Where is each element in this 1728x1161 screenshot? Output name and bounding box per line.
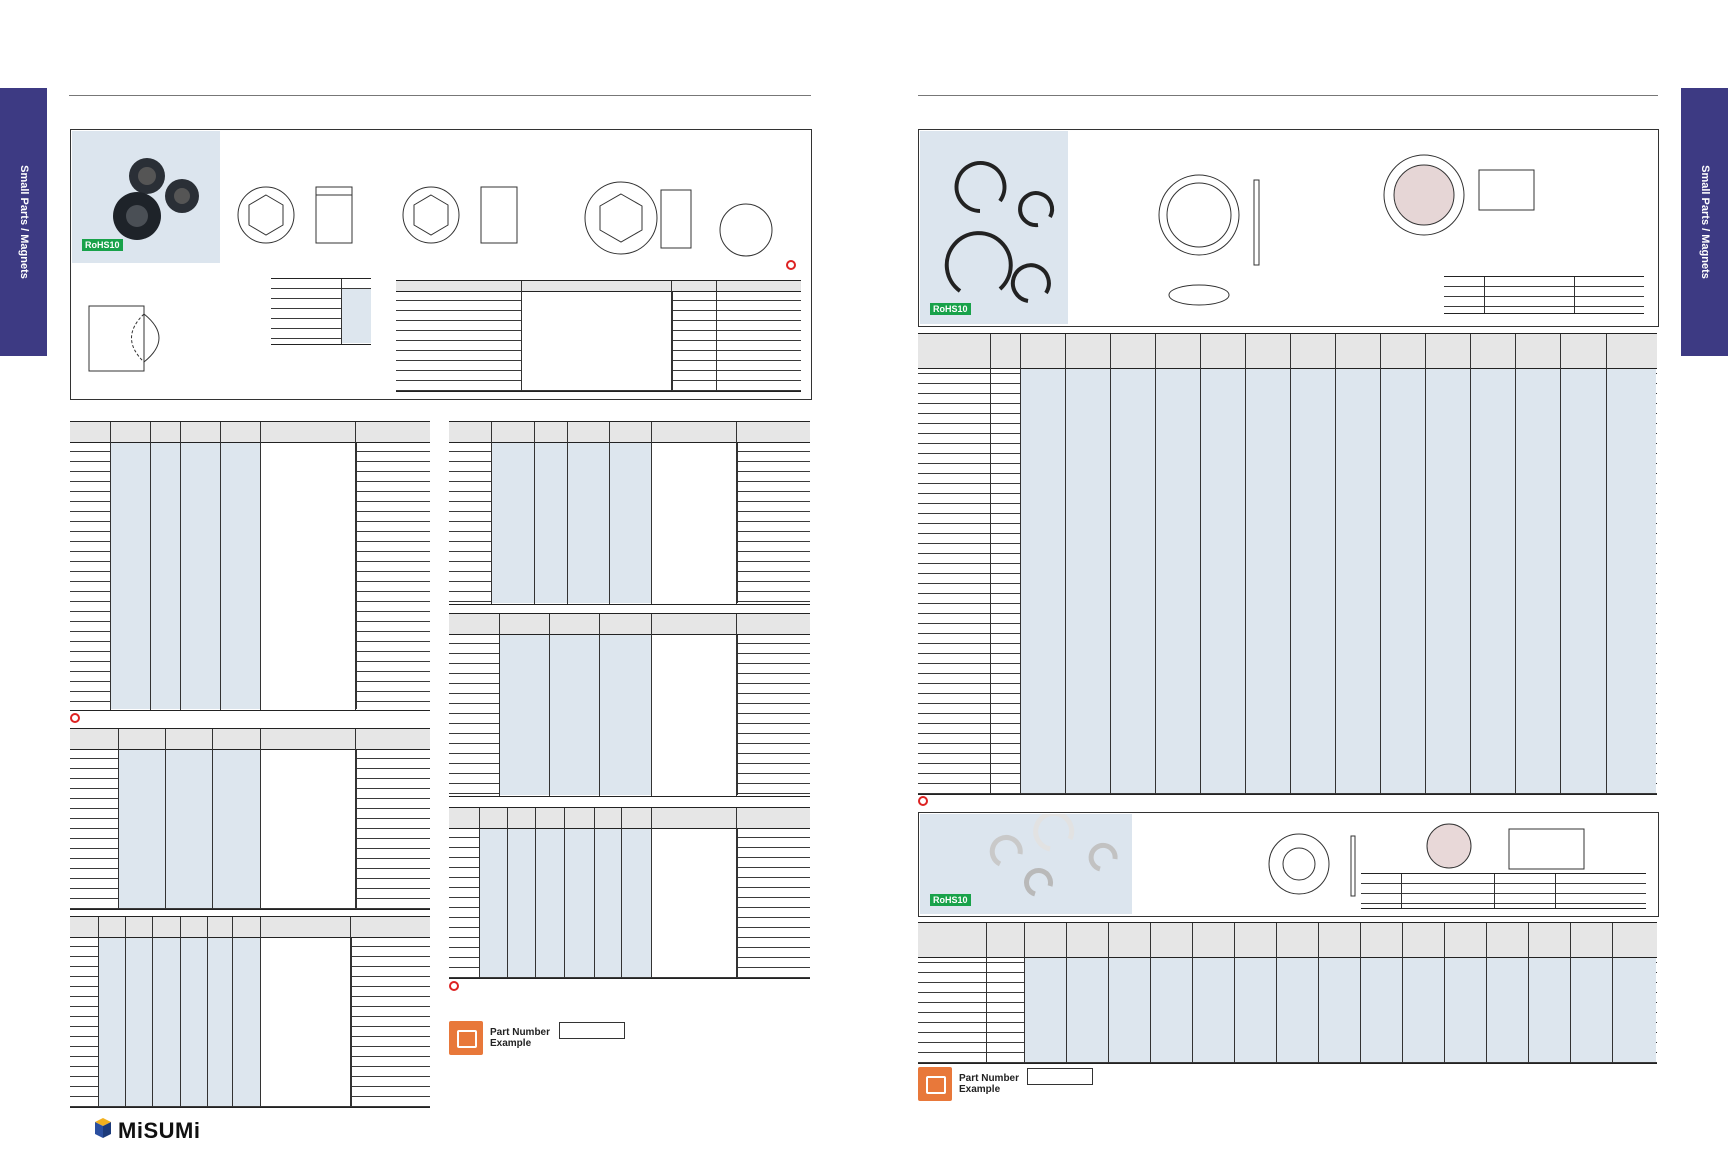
dimension-table-5 — [449, 613, 810, 797]
rohs-badge: RoHS10 — [930, 303, 971, 315]
e-ring-dimension-table — [918, 922, 1657, 1064]
part-number-label-line1: Part Number — [490, 1027, 551, 1038]
hex-plug-photo-icon — [113, 158, 199, 240]
side-tab-label: Small Parts / Magnets — [1698, 165, 1711, 279]
plug-drawings — [237, 181, 796, 270]
spec-table-small — [1361, 873, 1646, 909]
side-tab-right[interactable]: Small Parts / Magnets — [1681, 88, 1728, 356]
product-photo: RoHS10 — [920, 131, 1068, 324]
product-box-e-rings: RoHS10 — [918, 810, 1659, 917]
dimension-table-2 — [70, 728, 430, 910]
spec-table-material — [396, 280, 801, 392]
dimension-table-4 — [449, 421, 810, 605]
side-tab-label: Small Parts / Magnets — [17, 165, 30, 279]
product-photo: RoHS10 — [920, 810, 1132, 914]
part-number-example-box — [559, 1022, 625, 1039]
product-photo: RoHS10 — [72, 131, 220, 263]
spec-table-small — [271, 278, 371, 345]
part-number-example-box — [1027, 1068, 1093, 1085]
side-tab-left[interactable]: Small Parts / Magnets — [0, 88, 47, 356]
rohs-badge: RoHS10 — [930, 894, 971, 906]
e-ring-photo-icon — [989, 810, 1118, 897]
part-number-label-line1: Part Number — [959, 1073, 1020, 1084]
snap-ring-dimension-table — [918, 333, 1657, 795]
part-number-label: Part Number Example — [490, 1027, 550, 1049]
top-rule-left — [69, 95, 811, 96]
e-ring-drawings — [1268, 823, 1585, 897]
snap-ring-drawings — [1158, 154, 1535, 306]
misumi-logo-icon — [95, 1118, 111, 1138]
part-number-label-line2: Example — [959, 1084, 1001, 1095]
dimension-table-3 — [70, 916, 430, 1108]
dimension-table-1 — [70, 421, 430, 711]
product-box-plugs: RoHS10 — [70, 129, 812, 400]
product-box-snap-rings: RoHS10 — [918, 129, 1659, 327]
plug-detail-drawing — [79, 296, 179, 386]
red-circle-mark — [918, 796, 928, 806]
part-number-label-line2: Example — [490, 1038, 532, 1049]
top-rule-right — [918, 95, 1658, 96]
part-number-icon — [449, 1021, 483, 1055]
red-circle-mark — [70, 713, 80, 723]
part-number-icon — [918, 1067, 952, 1101]
misumi-logo: MiSUMi — [118, 1118, 201, 1143]
red-circle-mark — [449, 981, 459, 991]
rohs-badge: RoHS10 — [82, 239, 123, 251]
snap-ring-photo-icon — [944, 161, 1054, 303]
dimension-table-6 — [449, 807, 810, 979]
spec-table-small — [1444, 276, 1644, 314]
part-number-label: Part Number Example — [959, 1073, 1019, 1095]
